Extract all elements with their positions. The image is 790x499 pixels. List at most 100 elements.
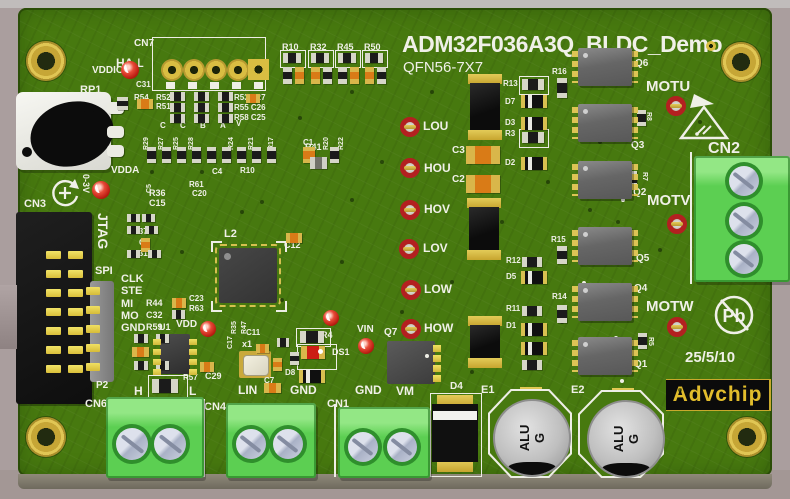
component-part bbox=[148, 250, 152, 258]
via bbox=[470, 370, 474, 374]
component-part bbox=[157, 250, 161, 258]
component-part bbox=[273, 361, 282, 368]
component-part bbox=[265, 344, 269, 353]
terminal-screw bbox=[273, 429, 303, 459]
silk-label-q5: Q5 bbox=[636, 253, 650, 264]
silk-label-r3: R3 bbox=[505, 129, 516, 138]
pot-screw-dot bbox=[84, 104, 94, 114]
component-part bbox=[180, 114, 185, 123]
chip-capacitor bbox=[286, 233, 302, 243]
silk-label-cn2: CN2 bbox=[708, 140, 741, 157]
component-part bbox=[297, 233, 302, 243]
component-part bbox=[286, 233, 291, 243]
component-part bbox=[538, 79, 545, 90]
chip-resistor bbox=[218, 114, 233, 123]
via bbox=[500, 220, 504, 224]
cn7-tick bbox=[166, 82, 175, 89]
chip-capacitor bbox=[365, 67, 374, 84]
component-part bbox=[134, 334, 138, 343]
component-part bbox=[295, 67, 304, 72]
component-part bbox=[557, 309, 567, 319]
silk-label-c17: C17 bbox=[227, 336, 234, 349]
chip-capacitor bbox=[466, 175, 500, 193]
chip-capacitor bbox=[172, 298, 186, 308]
mosfet-pin1-dot bbox=[583, 232, 588, 237]
via bbox=[616, 220, 620, 224]
via bbox=[150, 170, 154, 174]
component-part bbox=[170, 92, 175, 101]
silk-label-l: L bbox=[189, 384, 197, 398]
component-part bbox=[267, 147, 276, 152]
test-point-slot bbox=[670, 104, 682, 108]
silk-label-e1: E1 bbox=[481, 384, 495, 396]
component-part bbox=[283, 71, 292, 80]
silk-label-motu: MOTU bbox=[646, 78, 691, 95]
component-part bbox=[147, 147, 156, 152]
component-part bbox=[144, 347, 149, 357]
mosfet-pins bbox=[632, 107, 638, 139]
via bbox=[298, 116, 302, 120]
chip-resistor bbox=[147, 147, 156, 163]
chip-resistor bbox=[330, 147, 339, 163]
black-capacitor bbox=[470, 325, 500, 359]
chip-resistor bbox=[142, 214, 155, 222]
pot-pin bbox=[107, 126, 124, 138]
silk-label-d3: D3 bbox=[505, 118, 516, 127]
component-part bbox=[557, 92, 567, 98]
chip-resistor bbox=[192, 147, 201, 163]
via bbox=[260, 200, 264, 204]
component-part bbox=[306, 331, 318, 343]
silk-label-c2: C2 bbox=[452, 174, 465, 185]
component-part bbox=[300, 331, 307, 343]
silk-label-c20: C20 bbox=[192, 189, 207, 198]
component-part bbox=[273, 358, 282, 362]
led bbox=[358, 338, 374, 354]
test-point-slot bbox=[404, 125, 416, 129]
diode bbox=[521, 95, 547, 108]
component-part bbox=[527, 132, 539, 143]
diode bbox=[299, 370, 325, 383]
silk-label-r52: R52 bbox=[156, 93, 171, 102]
diode bbox=[521, 271, 547, 284]
chip-resistor bbox=[252, 147, 261, 163]
component-part bbox=[154, 226, 158, 234]
chip-resistor bbox=[637, 110, 646, 126]
component-part bbox=[222, 103, 229, 112]
component-part bbox=[283, 67, 292, 72]
component-part bbox=[177, 158, 186, 163]
electrolytic-cap-e2: ALU G bbox=[587, 400, 665, 478]
chip-resistor bbox=[557, 78, 567, 98]
chip-resistor bbox=[152, 379, 179, 393]
component-part bbox=[290, 233, 298, 243]
cap-pad bbox=[467, 250, 501, 260]
component-part bbox=[237, 158, 246, 163]
mosfet-pins bbox=[632, 286, 638, 318]
silk-label-cn3: CN3 bbox=[24, 198, 47, 210]
cn7-pad bbox=[227, 59, 249, 81]
silk-label-hov: HOV bbox=[424, 202, 451, 216]
component-part bbox=[287, 53, 297, 63]
component-part bbox=[218, 114, 223, 123]
chip-resistor bbox=[638, 333, 647, 349]
diode bbox=[521, 323, 547, 336]
d4-pad bbox=[437, 461, 473, 472]
component-part bbox=[192, 151, 201, 159]
component-part bbox=[174, 114, 181, 123]
chip-resistor bbox=[117, 97, 128, 110]
component-part bbox=[222, 158, 231, 163]
jtag-pin bbox=[46, 251, 61, 259]
ic-pin bbox=[433, 375, 441, 382]
component-part bbox=[527, 257, 537, 267]
component-part bbox=[350, 67, 359, 72]
terminal-screw bbox=[387, 432, 417, 462]
cap-polarity-mark bbox=[508, 462, 556, 475]
component-part bbox=[276, 383, 281, 393]
silk-label-r54: R54 bbox=[134, 93, 149, 102]
component-part bbox=[145, 214, 152, 222]
ic-pin bbox=[189, 349, 197, 355]
silk-label-c4: C4 bbox=[212, 167, 223, 176]
via bbox=[240, 210, 244, 214]
component-part bbox=[151, 250, 158, 258]
component-part bbox=[638, 344, 647, 349]
component-part bbox=[330, 158, 339, 163]
